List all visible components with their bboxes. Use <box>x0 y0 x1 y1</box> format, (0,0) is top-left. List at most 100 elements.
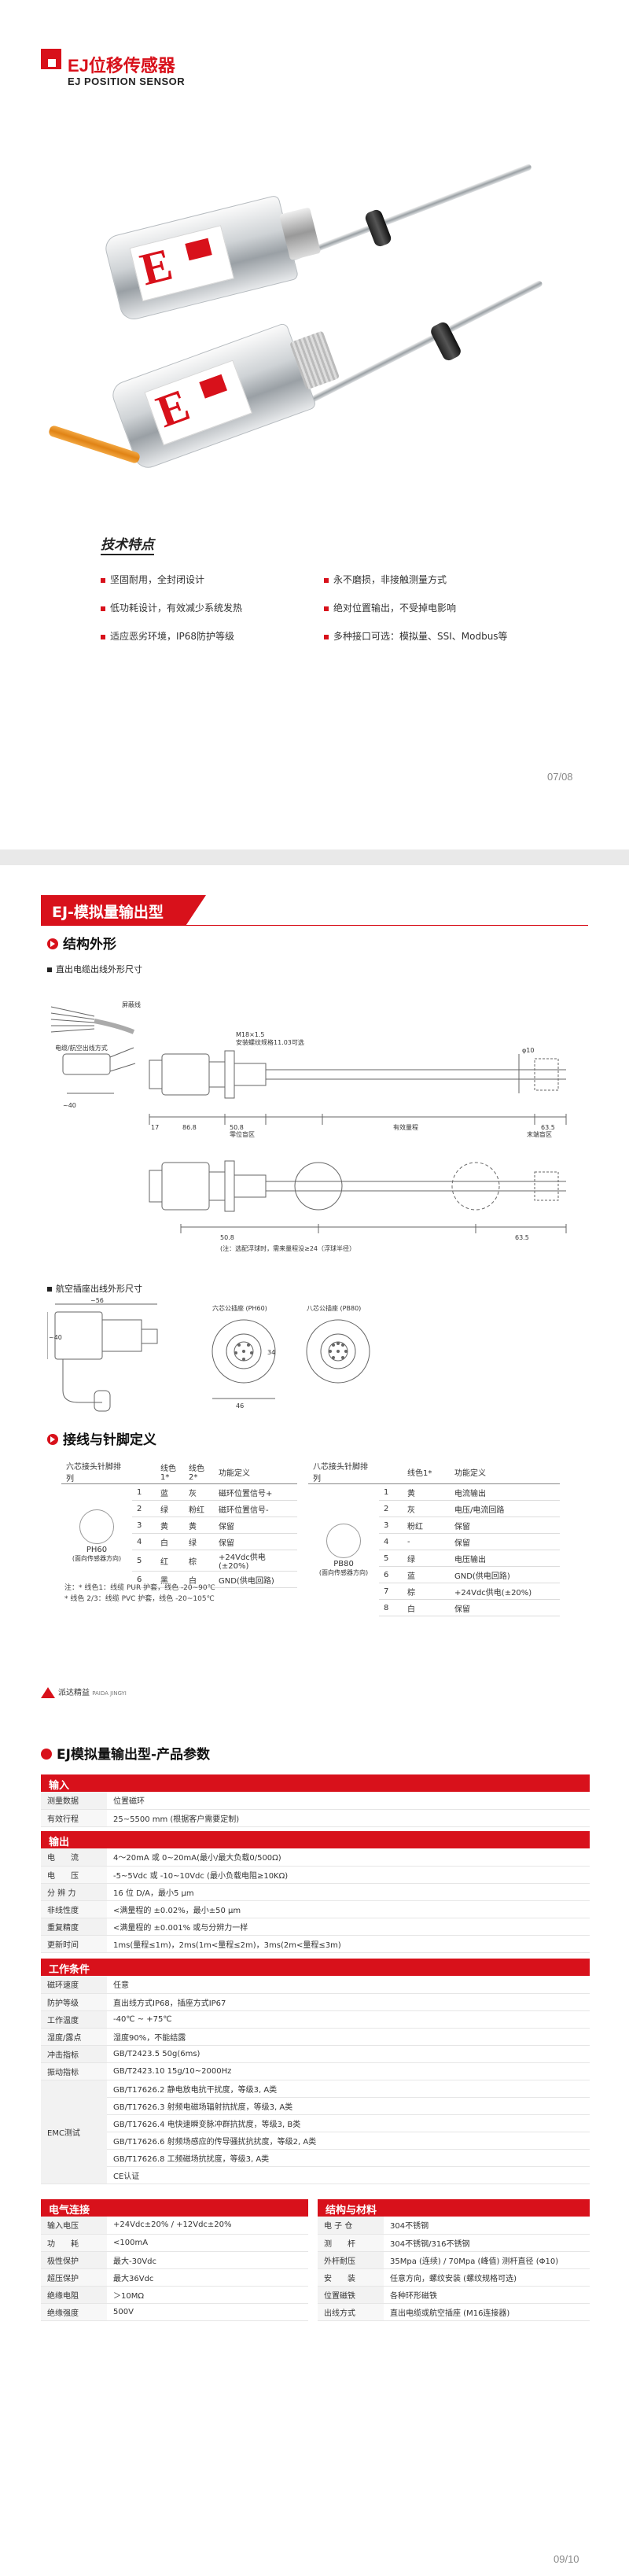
dim-text: (注：选配浮球时，需来量程没≥24（浮球半径） <box>220 1244 355 1252</box>
table-row: GB/T17626.6 射频场感应的传导骚扰抗扰度，等级2, A类 <box>41 2132 590 2150</box>
section-input: 输入 <box>41 1774 590 1792</box>
feature-item: 多种接口可选：模拟量、SSI、Modbus等 <box>324 629 508 643</box>
dim-text: 63.5 <box>515 1234 529 1241</box>
section-output: 输出 <box>41 1831 590 1848</box>
table-row: 安 装任意方向，螺纹安装 (螺纹规格可选) <box>318 2268 590 2287</box>
table-row: 出线方式直出电缆或航空插座 (M16连接器) <box>318 2303 590 2321</box>
dim-text: ~40 <box>49 1334 62 1341</box>
table-row: 重复精度<满量程的 ±0.001% 或与分辨力一样 <box>41 1918 590 1936</box>
play-icon <box>47 938 58 949</box>
section-banner: EJ-模拟量输出型 <box>41 895 206 925</box>
bullet-icon <box>101 577 105 583</box>
bullet-icon <box>324 577 329 583</box>
dim-text: ~40 <box>63 1102 76 1109</box>
caption-cable: 直出电缆出线外形尺寸 <box>47 963 142 975</box>
dim-text: 末端盲区 <box>527 1130 552 1138</box>
brand-logo-icon <box>41 1687 55 1698</box>
dim-text: 46 <box>236 1402 244 1410</box>
divider <box>41 925 588 926</box>
bullet-icon <box>41 1749 52 1760</box>
caption-connector: 航空插座出线外形尺寸 <box>47 1282 142 1295</box>
product-photo: E E <box>0 110 629 535</box>
section-electrical: 电气连接 <box>41 2199 308 2217</box>
feature-item: 坚固耐用，全封闭设计 <box>101 573 204 586</box>
table-row: 功 耗<100mA <box>41 2234 308 2252</box>
dim-text: 六芯公插座 (PH60) <box>212 1304 267 1312</box>
table-row: 输入电压+24Vdc±20% / +12Vdc±20% <box>41 2217 308 2235</box>
structure-heading: 结构外形 <box>47 933 116 953</box>
table-row: 磁环速度任意 <box>41 1976 590 1994</box>
features-title: 技术特点 <box>101 533 154 555</box>
table-row: GB/T17626.4 电快速瞬变脉冲群抗扰度，等级3, B类 <box>41 2114 590 2132</box>
footer-brand: 派达精益 PAIDA JINGYI <box>41 1686 127 1698</box>
feature-item: 永不磨损，非接触测量方式 <box>324 573 447 586</box>
table-row: 绝缘电阻＞10MΩ <box>41 2286 308 2304</box>
dim-text: 八芯公插座 (PB80) <box>307 1304 361 1312</box>
dim-text: 50.8 <box>230 1124 244 1131</box>
dim-text: 屏蔽线 <box>122 1001 141 1008</box>
table-row: CE认证 <box>41 2166 590 2184</box>
page-title: EJ位移传感器 <box>68 56 175 76</box>
table-row: 测量数据位置磁环 <box>41 1792 590 1810</box>
wiring-note: 注：* 线色1：线缆 PUR 护套，线色 -20~90℃* 线色 2/3：线缆 … <box>64 1584 215 1603</box>
table-row: 工作温度-40℃ ~ +75℃ <box>41 2010 590 2029</box>
params-title: EJ模拟量输出型-产品参数 <box>41 1743 210 1763</box>
table-row: 湿度/露点湿度90%，不能结露 <box>41 2028 590 2046</box>
table-row: 防护等级直出线方式IP68，插座方式IP67 <box>41 1993 590 2011</box>
table-row: GB/T17626.8 工频磁场抗扰度，等级3, A类 <box>41 2149 590 2167</box>
table-row: 非线性度<满量程的 ±0.02%，最小±50 μm <box>41 1900 590 1918</box>
brand-logo-icon <box>41 49 63 87</box>
table-electrical: 输入电压+24Vdc±20% / +12Vdc±20% 功 耗<100mA 极性… <box>41 2217 308 2321</box>
bullet-icon <box>324 634 329 639</box>
page-overview: EJ位移传感器 EJ POSITION SENSOR E E 技术特点 坚固耐用… <box>0 0 629 849</box>
page-number: 07/08 <box>547 771 573 783</box>
dim-text: 电缆/航空出线方式 <box>55 1044 108 1052</box>
connector-pin-icon <box>79 1509 114 1544</box>
section-material: 结构与材料 <box>318 2199 590 2217</box>
dim-text: ~56 <box>90 1297 104 1304</box>
bullet-icon <box>47 967 52 972</box>
page-subtitle: EJ POSITION SENSOR <box>68 76 186 87</box>
feature-item: 适应恶劣环境，IP68防护等级 <box>101 629 234 643</box>
table-row: 4-保留 <box>308 1533 560 1550</box>
page-structure: EJ-模拟量输出型 结构外形 直出电缆出线外形尺寸 <box>0 865 629 1715</box>
table-row: 电 压-5~5Vdc 或 -10~10Vdc (最小负载电阻≥10KΩ) <box>41 1866 590 1884</box>
bullet-icon <box>47 1287 52 1292</box>
dim-text: 50.8 <box>220 1234 234 1241</box>
dimension-drawing-connector: ~56 ~40 34 46 六芯公插座 (PH60) 八芯公插座 (PB80) <box>47 1297 370 1412</box>
dim-text: φ10 <box>522 1047 534 1054</box>
bullet-icon <box>324 606 329 611</box>
section-work: 工作条件 <box>41 1959 590 1976</box>
dim-text: 零位盲区 <box>230 1130 255 1138</box>
dim-text: 63.5 <box>541 1124 555 1131</box>
dim-text: M18×1.5 <box>236 1031 265 1038</box>
dim-text: 86.8 <box>182 1124 197 1131</box>
